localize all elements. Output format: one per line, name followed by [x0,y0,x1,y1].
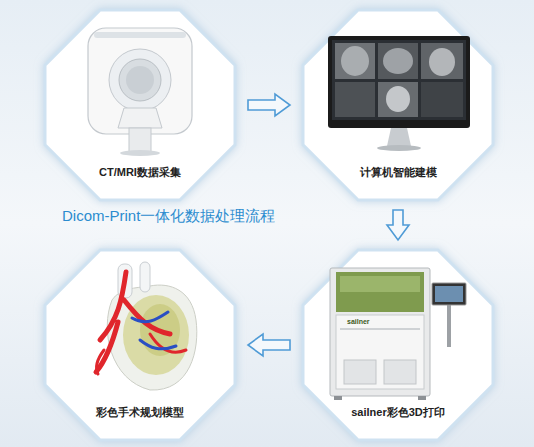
logo-text: sailner [347,318,370,325]
printer-part [418,396,426,400]
printer-part [336,272,424,312]
title-wrap: Dicom-Print一体化数据处理流程 [62,207,275,226]
flow-arrow [387,210,409,240]
printer-part [432,283,466,305]
monitor-part [378,43,418,79]
flow-arrow [248,334,290,356]
step-label: sailner彩色3D打印 [303,406,493,419]
monitor-part [377,145,421,151]
monitor-part [378,82,418,117]
monitor-part [335,43,375,79]
ct-scanner-part [126,66,154,94]
ct-scanner-part [118,108,162,128]
printer-part [334,396,342,400]
ct-scanner-part [88,28,192,134]
step-label: CT/MRI数据采集 [45,166,235,179]
ct-scanner-part [109,49,171,111]
printer-part [336,315,424,389]
monitor-part [421,43,463,79]
ct-scanner-part [129,128,151,152]
monitor-part [386,86,410,112]
monitor-part [383,48,413,74]
printer-part [384,360,416,384]
monitor-part [429,48,455,76]
printer-part [340,276,420,292]
octagon-shape [45,10,235,200]
octagon-shape [303,250,493,440]
surgical-model [96,262,197,390]
octagon-shape [45,250,235,440]
printer-part [340,328,420,330]
octagon-shape [303,10,493,200]
printer-part [330,268,430,396]
diagram-title: Dicom-Print一体化数据处理流程 [62,207,275,226]
printer-part [344,360,376,384]
printer-part [435,286,463,302]
step-label: 计算机智能建模 [303,166,493,179]
ct-scanner [88,28,192,156]
surgical-model-part [140,262,150,292]
monitor [328,36,470,151]
step-label: 彩色手术规划模型 [45,406,235,419]
surgical-model-part [132,312,176,349]
monitor-part [328,36,470,128]
monitor-part [332,40,466,120]
monitor-part [387,128,411,146]
monitor-part [341,46,369,76]
ct-scanner-part [120,150,160,156]
printer-part [447,303,451,347]
monitor-part [335,82,375,117]
flow-arrow [248,94,290,116]
printer [330,268,466,400]
ct-scanner-part [119,59,161,101]
surgical-model-part [96,272,170,372]
ct-scanner-part [94,32,186,38]
monitor-part [421,82,463,117]
label-wrap: sailner [347,318,370,325]
